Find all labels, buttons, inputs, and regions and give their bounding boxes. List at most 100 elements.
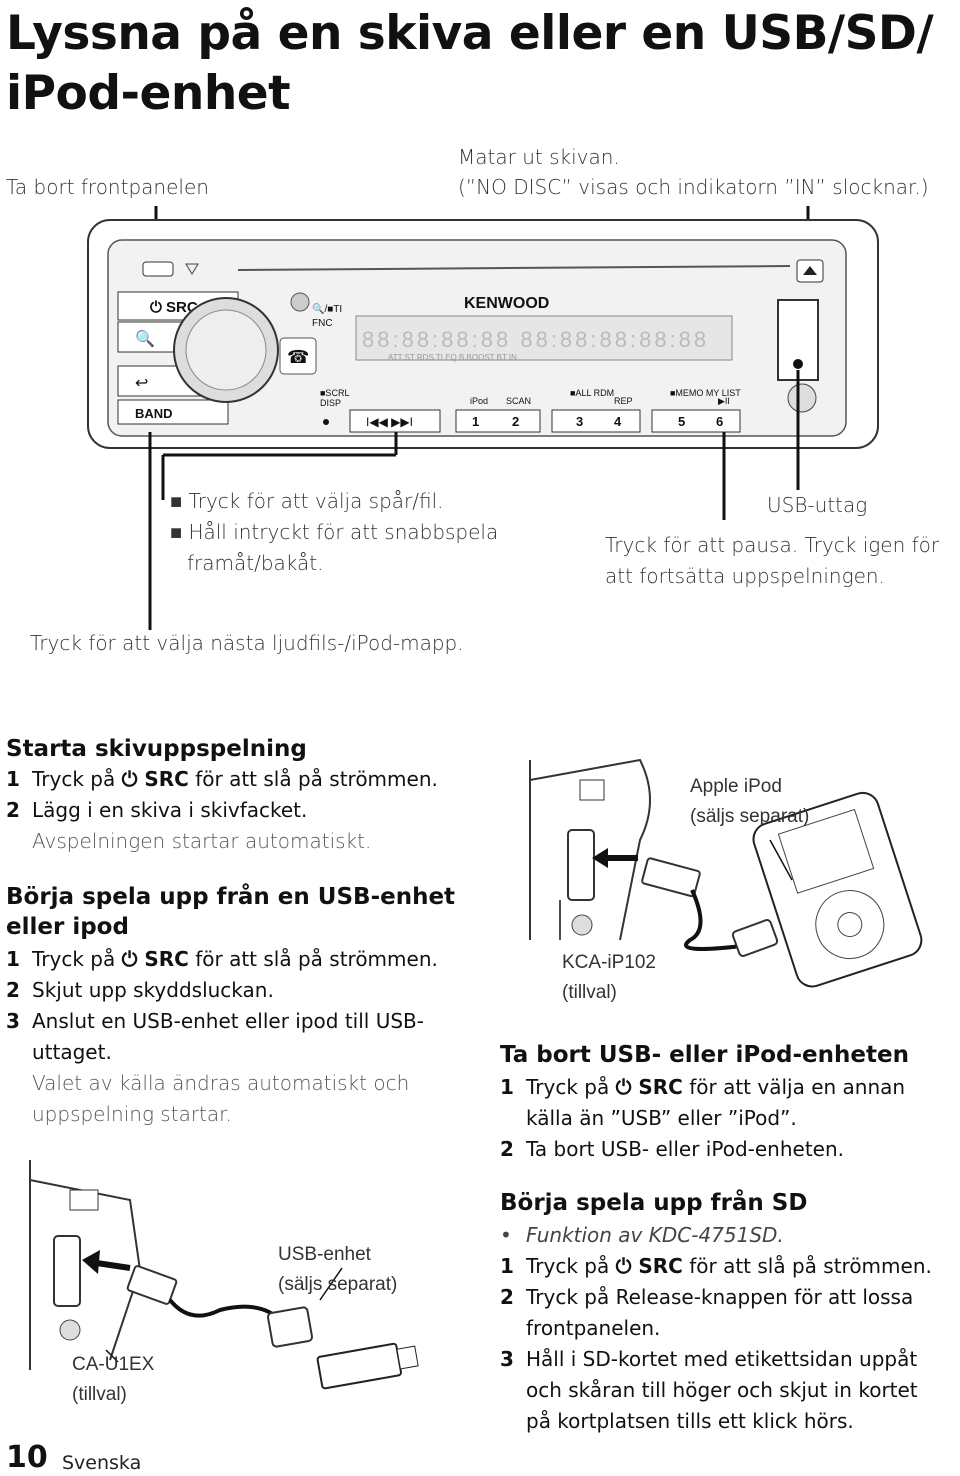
step-text: för att slå på strömmen. (188, 767, 438, 791)
step-number: 2 (500, 1137, 514, 1161)
step-text: Tryck på (526, 1254, 616, 1278)
usb-port-label: USB-uttag (767, 493, 868, 517)
bullet-icon: • (500, 1223, 512, 1247)
scan-key-label: SCAN (506, 396, 531, 406)
ti-button (290, 292, 310, 312)
page-title-line2: iPod-enhet (6, 66, 291, 121)
step-text: Lägg i en skiva i skivfacket. (32, 798, 308, 822)
memo-key-label: ■MEMO MY LIST (670, 388, 741, 398)
square-bullet-icon: ■ (170, 489, 189, 513)
unit-aux-jack (571, 914, 593, 936)
step-number: 1 (6, 947, 20, 971)
sd-step-2-line2: frontpanelen. (526, 1316, 661, 1340)
remove-panel-label: Ta bort frontpanelen (6, 175, 209, 199)
sd-step-3-line3: på kortplatsen tills ett klick hörs. (526, 1409, 854, 1433)
section-sd-heading: Börja spela upp från SD (500, 1190, 808, 1216)
cable (684, 889, 751, 951)
folder-label: Tryck för att välja nästa ljudfils-/iPod… (30, 631, 464, 655)
usb-note-line1: Valet av källa ändras automatiskt och (32, 1071, 410, 1095)
disp-label: DISP (320, 398, 341, 408)
section-disc-heading: Starta skivuppspelning (6, 736, 307, 762)
step-number: 2 (6, 798, 20, 822)
kca-label: KCA-iP102 (tillval) (562, 948, 656, 1008)
release-button (142, 261, 174, 277)
step-number: 3 (500, 1347, 514, 1371)
square-bullet-icon: ■ (170, 520, 189, 544)
page-title-line1: Lyssna på en skiva eller en USB/SD/ (6, 6, 934, 61)
ipod-screen (777, 808, 875, 894)
brand-logo: KENWOOD (464, 295, 549, 312)
pause-line1: Tryck för att pausa. Tryck igen för (605, 533, 940, 557)
release-arrow-icon (185, 263, 199, 275)
kca-label-line1: KCA-iP102 (562, 952, 656, 973)
ipod-device (752, 791, 923, 988)
ipod-label-line2: (säljs separat) (690, 806, 810, 827)
lcd-indicators: ATT ST RDS TI EQ B.BOOST BT IN (388, 353, 517, 362)
seek-icon: I◀◀ ▶▶I (366, 415, 413, 429)
step-text: Tryck på Release-knappen för att lossa (526, 1285, 914, 1309)
ipod-label: Apple iPod (säljs separat) (690, 772, 809, 832)
key-2-label: 2 (512, 414, 519, 429)
usb-note-line2: uppspelning startar. (32, 1102, 232, 1126)
step-number: 2 (6, 978, 20, 1002)
keys-3-4 (551, 409, 641, 433)
step-number: 1 (500, 1254, 514, 1278)
track-line1: Tryck för att välja spår/fil. (188, 489, 444, 513)
sd-step-1: 1 Tryck på ⏻ SRC för att slå på strömmen. (500, 1251, 955, 1282)
back-icon: ↩ (135, 375, 148, 392)
fnc-label: FNC (312, 318, 333, 329)
cable (168, 1298, 282, 1322)
key-3-label: 3 (576, 414, 583, 429)
step-text: Anslut en USB-enhet eller ipod till USB- (32, 1009, 424, 1033)
usb-stick-tip (396, 1345, 419, 1370)
band-button (117, 399, 229, 425)
volume-knob-inner (185, 309, 267, 391)
eject-label-line1: Matar ut skivan. (458, 145, 620, 169)
src-label: ⏻ SRC (150, 299, 198, 316)
section-usb-heading-line1: Börja spela upp från en USB-enhet (6, 884, 456, 910)
play-pause-key-label: ▶II (718, 396, 730, 406)
keys-5-6 (651, 409, 741, 433)
step-text: för att välja en annan (682, 1075, 906, 1099)
footer-language: Svenska (62, 1452, 142, 1474)
key-5-label: 5 (678, 414, 685, 429)
step-text: för att slå på strömmen. (682, 1254, 932, 1278)
rdm-key-label: ■ALL RDM (570, 388, 614, 398)
step-text: Skjut upp skyddsluckan. (32, 978, 274, 1002)
usb-stick (316, 1342, 419, 1390)
lcd-segments: 88:88:88:88 88:88:88:88:88 (362, 327, 709, 352)
usb-plug (126, 1265, 178, 1305)
usb-stick-body (316, 1342, 403, 1390)
insert-arrow-head-icon (592, 848, 608, 868)
kca-label-line2: (tillval) (562, 982, 617, 1003)
unit-eject-button (69, 1189, 99, 1211)
usb-cover-dot (793, 359, 803, 369)
step-number: 1 (500, 1075, 514, 1099)
page-number: 10 (6, 1440, 48, 1475)
ipod-center-button (837, 912, 863, 938)
pause-callout: Tryck för att pausa. Tryck igen för att … (605, 530, 939, 592)
unit-eject-button (579, 779, 605, 801)
ipod-label-line1: Apple iPod (690, 776, 782, 797)
src-button-ref: ⏻ SRC (615, 1254, 683, 1278)
usbdev-label-line2: (säljs separat) (278, 1274, 398, 1295)
cau-leader-line (105, 1349, 119, 1363)
sd-step-3-line2: och skåran till höger och skjut in korte… (526, 1378, 918, 1402)
track-callout: ■ Tryck för att välja spår/fil. ■ Håll i… (170, 486, 498, 579)
phone-button (279, 337, 317, 375)
step-text: Tryck på (32, 767, 122, 791)
unit-aux-jack (59, 1319, 81, 1341)
search-icon: 🔍 (135, 328, 155, 348)
remove-step-1-line2: källa än ”USB” eller ”iPod”. (526, 1106, 797, 1130)
eject-label-line2: (”NO DISC” visas och indikatorn ”IN” slo… (458, 175, 929, 199)
unit-edge (529, 758, 651, 941)
sd-bullet: •Funktion av KDC-4751SD. (500, 1220, 955, 1251)
aux-jack (787, 383, 817, 413)
step-text: Håll i SD-kortet med etikettsidan uppåt (526, 1347, 918, 1371)
